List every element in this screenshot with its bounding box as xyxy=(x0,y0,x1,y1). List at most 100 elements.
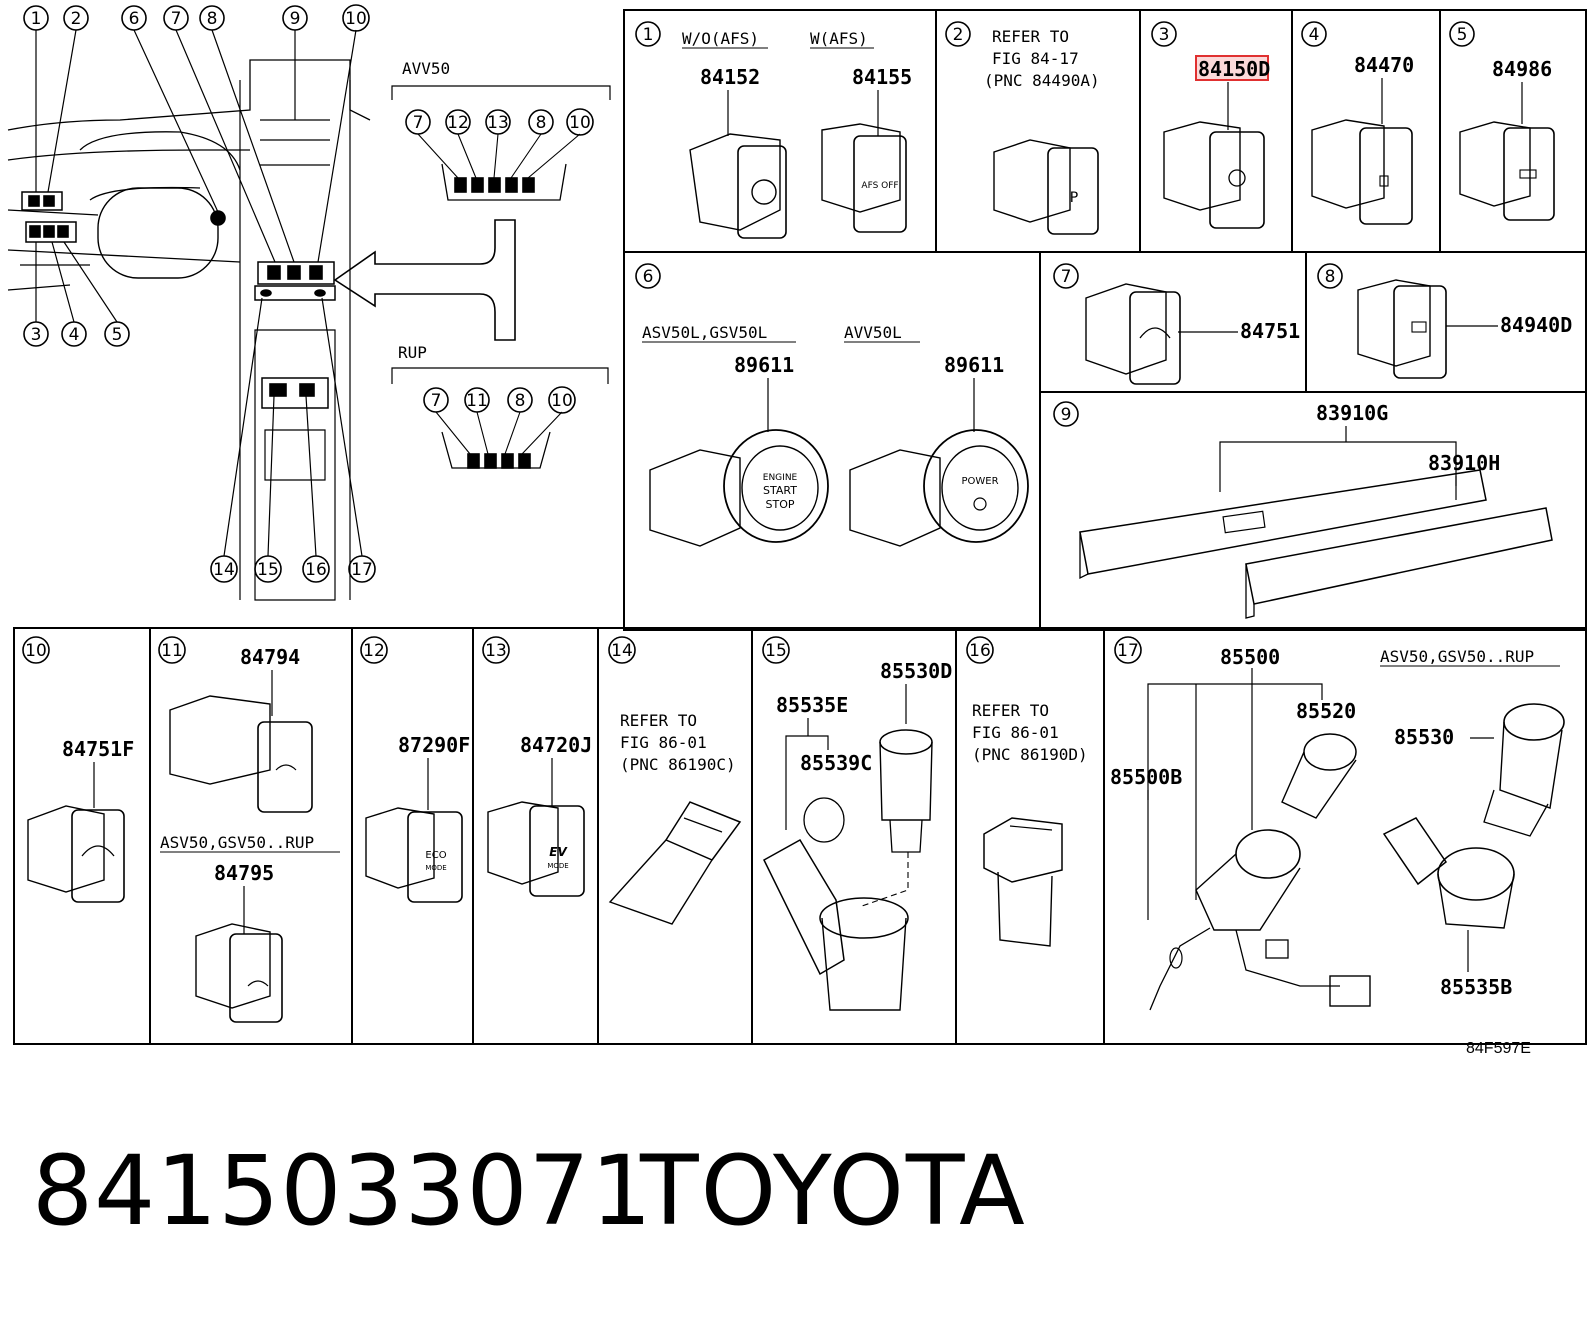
eco-mode-label: MODE xyxy=(425,864,446,872)
cell-6-part-a: 89611 xyxy=(734,353,794,377)
socket-85500-drawing xyxy=(1149,829,1371,1011)
cell-9-part-a: 83910G xyxy=(1316,401,1388,425)
callout-4: 4 xyxy=(61,321,87,347)
svg-text:13: 13 xyxy=(487,113,509,133)
cell-11: 11 84794 ASV50,GSV50..RUP 84795 xyxy=(158,636,340,1023)
avv50-callout-7: 7 xyxy=(405,109,431,135)
cap-85539c-drawing xyxy=(803,797,845,843)
socket-85530-drawing xyxy=(1483,703,1565,837)
overview-callouts: 1 2 6 7 8 9 10 3 4 5 14 15 16 17 xyxy=(23,4,376,583)
dimmer-wheel-icon xyxy=(1139,327,1171,339)
cell-5: 5 84986 xyxy=(1449,21,1555,221)
headlight-cleaner-icon xyxy=(1228,169,1246,187)
cell-11-variant: ASV50,GSV50..RUP xyxy=(160,833,314,852)
callout-2: 2 xyxy=(63,5,89,31)
avv50-callout-8: 8 xyxy=(528,109,554,135)
cell-16-refer-3: (PNC 86190D) xyxy=(972,745,1088,764)
defroster-icon xyxy=(275,764,297,771)
callout-5: 5 xyxy=(104,321,130,347)
cell-14-refer-3: (PNC 86190C) xyxy=(620,755,736,774)
svg-text:15: 15 xyxy=(257,560,279,580)
rup-title: RUP xyxy=(398,343,427,362)
power-label: POWER xyxy=(961,476,998,487)
cell-14-refer-1: REFER TO xyxy=(620,711,697,730)
cell-6-variant-b: AVV50L xyxy=(844,323,902,342)
cell-15-number: 15 xyxy=(765,641,787,661)
switch-84470-drawing xyxy=(1311,119,1413,225)
switch-84795-drawing xyxy=(195,923,283,1023)
cell-12: 12 87290F ECO MODE xyxy=(360,636,470,903)
cell-12-part: 87290F xyxy=(398,733,470,757)
svg-text:17: 17 xyxy=(351,560,373,580)
cell-9-number: 9 xyxy=(1061,405,1072,425)
callout-14: 14 xyxy=(210,555,238,583)
svg-text:7: 7 xyxy=(431,391,442,411)
cell-10-number: 10 xyxy=(25,641,47,661)
svg-text:14: 14 xyxy=(213,560,235,580)
rup-inset: RUP 7 11 8 10 xyxy=(391,343,609,469)
power-icon xyxy=(973,497,987,511)
switch-84940d-drawing xyxy=(1357,279,1447,379)
avv50-inset: AVV50 7 12 13 8 10 xyxy=(391,59,611,201)
panel-83910h-drawing xyxy=(1245,507,1553,619)
cell-2-refer-1: REFER TO xyxy=(992,27,1069,46)
callout-15: 15 xyxy=(254,555,282,583)
cell-15-part-a: 85535E xyxy=(776,693,848,717)
cell-3-number: 3 xyxy=(1159,25,1170,45)
svg-text:9: 9 xyxy=(290,9,301,29)
grid-borders xyxy=(13,9,1587,1045)
callout-10: 10 xyxy=(342,4,370,32)
dimmer-wheel-icon xyxy=(81,845,115,857)
svg-text:6: 6 xyxy=(129,9,140,29)
cell-4-number: 4 xyxy=(1309,25,1320,45)
cell-7: 7 84751 xyxy=(1053,263,1300,385)
cell-7-part: 84751 xyxy=(1240,319,1300,343)
cell-17-part-a: 85500 xyxy=(1220,645,1280,669)
cell-11-part-a: 84794 xyxy=(240,645,300,669)
cell-7-number: 7 xyxy=(1061,267,1072,287)
dashboard-overview xyxy=(7,29,516,601)
svg-text:7: 7 xyxy=(171,9,182,29)
cell-11-number: 11 xyxy=(161,641,183,661)
socket-85530d-drawing xyxy=(861,729,933,907)
cell-16-refer-1: REFER TO xyxy=(972,701,1049,720)
switch-parking-drawing: P xyxy=(993,139,1099,235)
defroster-icon xyxy=(247,980,269,987)
avv50-callout-13: 13 xyxy=(485,109,511,135)
callout-1: 1 xyxy=(23,5,49,31)
cell-1: 1 W/O(AFS) W(AFS) 84152 84155 AFS OFF xyxy=(635,21,912,239)
switch-84150d-drawing xyxy=(1163,121,1265,229)
rup-callout-7: 7 xyxy=(423,387,449,413)
svg-text:16: 16 xyxy=(305,560,327,580)
cell-5-number: 5 xyxy=(1457,25,1468,45)
callout-9: 9 xyxy=(282,5,308,31)
footer-brand-name: TOYOTA xyxy=(640,1135,1027,1247)
socket-switch-14-drawing xyxy=(608,801,742,925)
cell-1-number: 1 xyxy=(643,25,654,45)
svg-text:1: 1 xyxy=(31,9,42,29)
cell-9: 9 83910G 83910H xyxy=(1053,401,1553,619)
parking-icon: P xyxy=(1070,190,1078,206)
svg-text:10: 10 xyxy=(551,391,573,411)
callout-16: 16 xyxy=(302,555,330,583)
cell-11-part-b: 84795 xyxy=(214,861,274,885)
svg-text:3: 3 xyxy=(31,325,42,345)
svg-text:8: 8 xyxy=(536,113,547,133)
cell-17: 17 85500 85520 85500B ASV50,GSV50..RUP 8… xyxy=(1110,636,1565,1011)
switch-84152-drawing xyxy=(689,133,787,239)
svg-text:2: 2 xyxy=(71,9,82,29)
dimmer-switch-84751f-drawing xyxy=(27,805,125,903)
cell-15: 15 85535E 85530D 85539C xyxy=(762,636,952,1011)
switch-84986-drawing xyxy=(1459,121,1555,221)
afs-off-label: AFS OFF xyxy=(861,181,898,191)
ev-mode-label: MODE xyxy=(547,862,568,870)
cell-6: 6 ASV50L,GSV50L AVV50L 89611 89611 ENGIN… xyxy=(635,263,1029,547)
cell-2-refer-2: FIG 84-17 xyxy=(992,49,1079,68)
switch-84794-drawing xyxy=(169,695,313,813)
svg-text:8: 8 xyxy=(207,9,218,29)
dimmer-switch-84751-drawing xyxy=(1085,283,1181,385)
cell-14: 14 REFER TO FIG 86-01 (PNC 86190C) xyxy=(608,636,742,925)
rup-callout-10: 10 xyxy=(548,386,576,414)
lid-85535b-drawing xyxy=(1382,817,1515,929)
